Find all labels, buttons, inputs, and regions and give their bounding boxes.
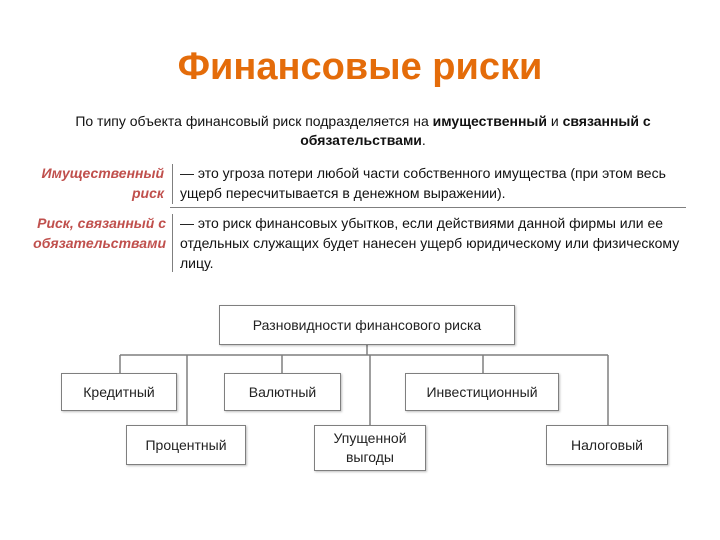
intro-bold-obligations: связанный с обязательствами bbox=[300, 113, 651, 148]
definition-divider bbox=[172, 164, 173, 204]
term-obligation-risk: Риск, связанный с обязательствами bbox=[33, 215, 166, 251]
definition-property-risk: — это угроза потери любой части собствен… bbox=[180, 165, 666, 201]
intro-text: По типу объекта финансовый риск подразде… bbox=[40, 112, 686, 150]
intro-prefix: По типу объекта финансовый риск подразде… bbox=[75, 113, 433, 129]
intro-bold-property: имущественный bbox=[432, 113, 547, 129]
definition-separator bbox=[170, 207, 686, 208]
term-property-risk: Имущественный риск bbox=[41, 165, 164, 201]
type-lost-profit-box: Упущенной выгоды bbox=[314, 425, 426, 471]
type-credit-box: Кредитный bbox=[61, 373, 177, 411]
diagram-root-box: Разновидности финансового риска bbox=[219, 305, 515, 345]
definition-divider bbox=[172, 214, 173, 272]
type-tax-box: Налоговый bbox=[546, 425, 668, 465]
intro-middle: и bbox=[546, 113, 563, 129]
page-title: Финансовые риски bbox=[177, 46, 543, 88]
type-interest-box: Процентный bbox=[126, 425, 246, 465]
type-currency-box: Валютный bbox=[224, 373, 341, 411]
definition-obligation-risk: — это риск финансовых убытков, если дейс… bbox=[180, 215, 680, 271]
type-investment-box: Инвестиционный bbox=[405, 373, 559, 411]
intro-suffix: . bbox=[421, 132, 426, 148]
